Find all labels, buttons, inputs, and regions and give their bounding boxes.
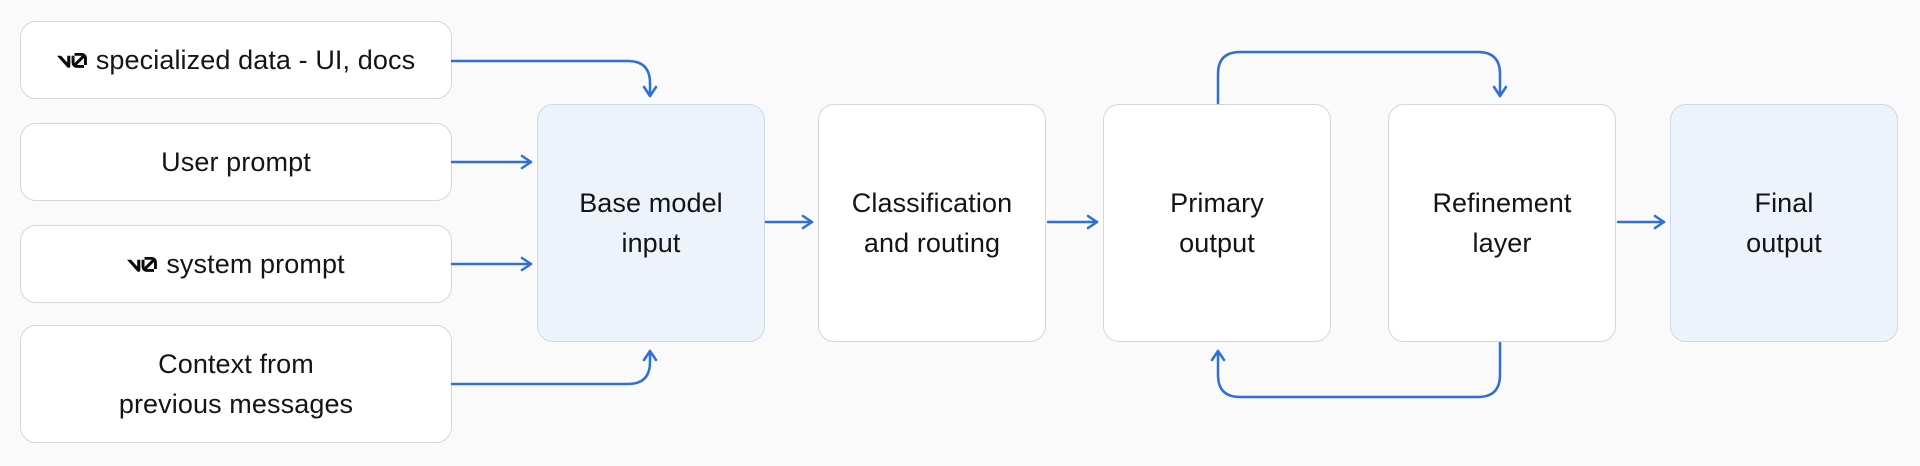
input-box-user-prompt: User prompt [20, 123, 452, 201]
stage-label-line-1: Final [1754, 188, 1814, 218]
input-box-specialized-data: specialized data - UI, docs [20, 21, 452, 99]
stage-box-classification-routing: Classification and routing [818, 104, 1046, 342]
stage-label-line-2: input [621, 228, 681, 258]
input-label-line-1: Context from [158, 349, 314, 379]
stage-label-line-1: Base model [579, 188, 723, 218]
stage-label-line-1: Refinement [1432, 188, 1572, 218]
input-label-row: User prompt [161, 142, 311, 182]
input-label: specialized data - UI, docs [95, 45, 416, 75]
stage-box-final-output: Final output [1670, 104, 1898, 342]
arrow-specialized-data-to-base-model [450, 59, 658, 98]
input-label-row: system prompt [127, 244, 345, 284]
input-box-system-prompt: system prompt [20, 225, 452, 303]
input-label-row: specialized data - UI, docs [56, 40, 416, 80]
arrow-primary-to-refinement-loop [1216, 50, 1508, 105]
stage-label-line-1: Primary [1170, 188, 1264, 218]
stage-box-refinement-layer: Refinement layer [1388, 104, 1616, 342]
v0-logo-icon [127, 256, 158, 272]
input-label: system prompt [166, 249, 345, 279]
input-label-line-2: previous messages [118, 389, 354, 419]
stage-box-primary-output: Primary output [1103, 104, 1331, 342]
stage-box-base-model-input: Base model input [537, 104, 765, 342]
stage-label-line-2: output [1746, 228, 1822, 258]
stage-label-line-2: layer [1472, 228, 1532, 258]
arrow-context-to-base-model [450, 349, 658, 386]
stage-label-line-2: and routing [863, 228, 1001, 258]
input-label: User prompt [161, 147, 311, 177]
stage-label-line-2: output [1179, 228, 1255, 258]
stage-label-line-1: Classification [851, 188, 1013, 218]
input-box-context: Context from previous messages [20, 325, 452, 443]
v0-logo-icon [56, 52, 87, 68]
arrow-refinement-to-primary-loop [1210, 341, 1502, 399]
